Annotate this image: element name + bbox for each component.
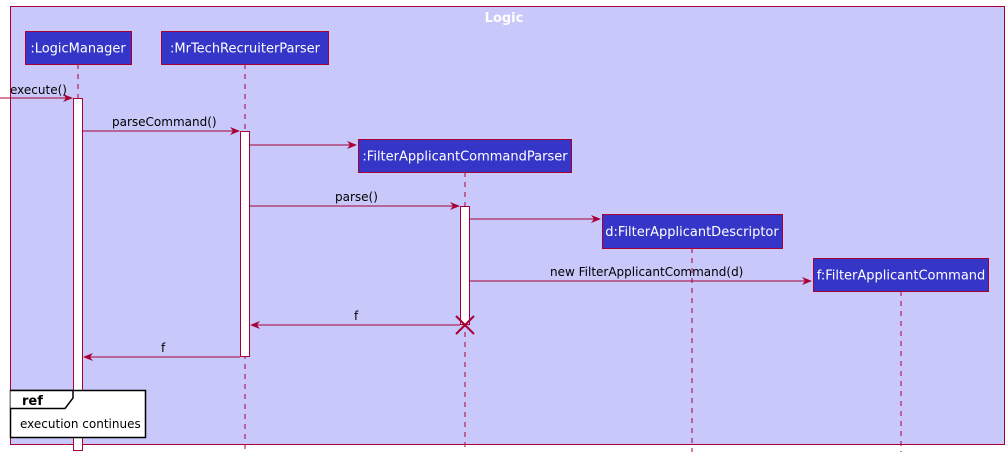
svg-text:new FilterApplicantCommand(d): new FilterApplicantCommand(d)	[550, 265, 743, 279]
participant-logic-manager: :LogicManager	[25, 31, 132, 65]
message-return-f-to-parser: f	[250, 309, 460, 329]
svg-text::LogicManager: :LogicManager	[30, 42, 126, 57]
message-parse-command: parseCommand()	[83, 115, 240, 135]
message-new-command: new FilterApplicantCommand(d)	[470, 265, 812, 285]
participant-filter-parser: :FilterApplicantCommandParser	[358, 139, 572, 173]
ref-text: execution continues	[20, 417, 141, 431]
svg-text::FilterApplicantCommandParser: :FilterApplicantCommandParser	[362, 150, 568, 165]
participant-parser: :MrTechRecruiterParser	[161, 31, 329, 65]
ref-label: ref	[22, 394, 43, 409]
destroy-marker	[455, 315, 475, 335]
svg-text:f: f	[354, 309, 359, 323]
participant-descriptor: d:FilterApplicantDescriptor	[602, 214, 783, 249]
svg-text:d:FilterApplicantDescriptor: d:FilterApplicantDescriptor	[605, 225, 779, 240]
message-execute: execute()	[0, 83, 73, 102]
svg-text:execute(): execute()	[10, 83, 67, 97]
frame-title: Logic	[485, 11, 524, 26]
message-return-f-to-logic-manager: f	[83, 341, 240, 361]
svg-text:parseCommand(): parseCommand()	[112, 115, 217, 129]
activation-logic-manager	[73, 98, 83, 451]
participant-command: f:FilterApplicantCommand	[813, 258, 989, 292]
svg-text::MrTechRecruiterParser: :MrTechRecruiterParser	[170, 42, 321, 57]
message-parse: parse()	[250, 190, 460, 210]
svg-text:f: f	[161, 341, 166, 355]
ref-fragment: ref execution continues	[9, 389, 147, 439]
logic-frame	[10, 6, 1005, 445]
activation-parser	[240, 131, 250, 357]
activation-filter-parser	[460, 206, 470, 325]
svg-text:parse(): parse()	[335, 190, 378, 204]
svg-text:f:FilterApplicantCommand: f:FilterApplicantCommand	[817, 269, 986, 284]
